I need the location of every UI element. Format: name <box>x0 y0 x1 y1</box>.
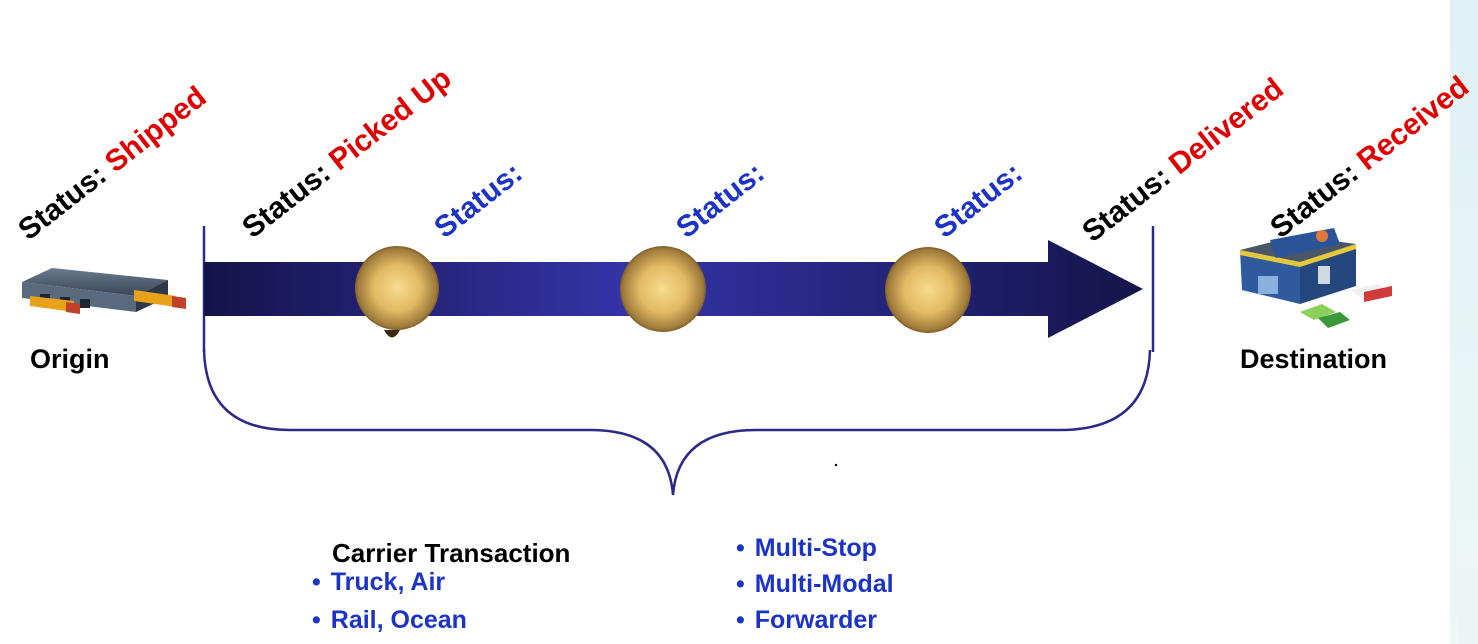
bullet-dot: • <box>736 570 745 598</box>
bullet-dot: • <box>312 606 321 634</box>
bullet-dot: • <box>312 568 321 596</box>
list-item: • Multi-Stop <box>736 534 877 563</box>
list-item: • Truck, Air <box>312 568 445 597</box>
destination-label: Destination <box>1240 344 1388 374</box>
bullet-dot: • <box>736 606 745 634</box>
side-panel-notch <box>1458 568 1478 644</box>
stop-sphere-icon <box>355 246 439 338</box>
list-item: • Rail, Ocean <box>312 606 467 635</box>
list-item: • Forwarder <box>736 606 877 635</box>
bullet-text: Truck, Air <box>330 568 446 596</box>
stop-sphere-icon <box>885 247 971 333</box>
bullet-text: Forwarder <box>754 606 878 634</box>
store-cars-icon <box>1240 228 1392 328</box>
stray-dot <box>834 463 838 467</box>
bullet-text: Multi-Modal <box>754 570 894 598</box>
warehouse-trucks-icon <box>22 268 186 314</box>
bullet-text: Rail, Ocean <box>330 606 467 634</box>
origin-label: Origin <box>30 344 110 374</box>
bullet-dot: • <box>736 534 745 562</box>
stop-sphere-icon <box>620 246 706 332</box>
carrier-brace <box>202 349 1152 496</box>
side-panel <box>1450 0 1478 644</box>
bullet-text: Multi-Stop <box>754 534 877 562</box>
list-item: • Multi-Modal <box>736 570 894 599</box>
carrier-heading: Carrier Transaction <box>332 538 571 568</box>
